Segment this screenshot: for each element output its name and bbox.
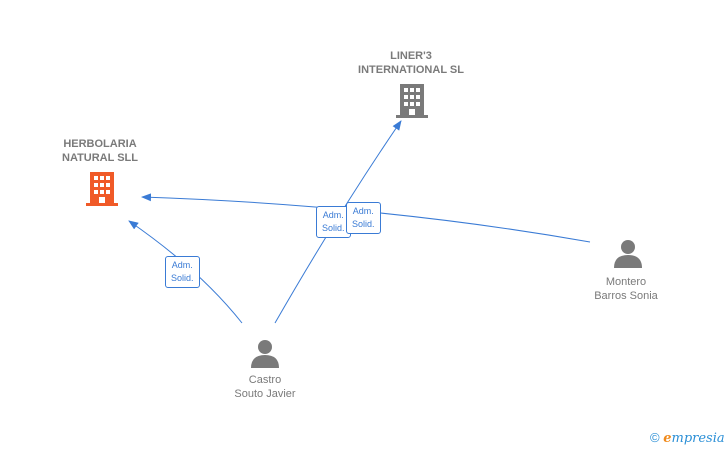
- label-line: INTERNATIONAL SL: [358, 64, 464, 76]
- person-icon[interactable]: [251, 340, 279, 368]
- label-line: Barros Sonia: [594, 290, 658, 302]
- edge-label-line: Solid.: [322, 223, 345, 233]
- company-label-liner3[interactable]: LINER'3 INTERNATIONAL SL: [351, 49, 471, 77]
- label-line: HERBOLARIA: [63, 138, 137, 150]
- label-line: Souto Javier: [234, 388, 296, 400]
- edge-label-castro-herbolaria[interactable]: Adm. Solid.: [165, 256, 200, 288]
- copyright-icon: ©: [650, 430, 660, 445]
- edge-label-line: Adm.: [171, 260, 193, 270]
- person-label-montero[interactable]: Montero Barros Sonia: [566, 275, 686, 303]
- edge-label-line: Solid.: [171, 273, 194, 283]
- edge-label-castro-liner3[interactable]: Adm. Solid.: [316, 206, 351, 238]
- label-line: Montero: [605, 276, 647, 288]
- label-line: Castro: [248, 374, 282, 386]
- copyright-brand: © empresia: [650, 430, 725, 446]
- edge-label-montero-herbolaria[interactable]: Adm. Solid.: [346, 202, 381, 234]
- person-label-castro[interactable]: Castro Souto Javier: [205, 373, 325, 401]
- label-line: NATURAL SLL: [62, 152, 138, 164]
- edge-label-line: Adm.: [352, 206, 374, 216]
- brand-logo-initial: e: [663, 431, 672, 446]
- building-icon[interactable]: [86, 172, 118, 206]
- brand-logo-text: mpresia: [671, 431, 725, 446]
- label-line: LINER'3: [390, 50, 432, 62]
- building-icon[interactable]: [396, 84, 428, 118]
- edge-label-line: Adm.: [322, 210, 344, 220]
- edge-label-line: Solid.: [352, 219, 375, 229]
- person-icon[interactable]: [614, 240, 642, 268]
- company-label-herbolaria[interactable]: HERBOLARIA NATURAL SLL: [40, 137, 160, 165]
